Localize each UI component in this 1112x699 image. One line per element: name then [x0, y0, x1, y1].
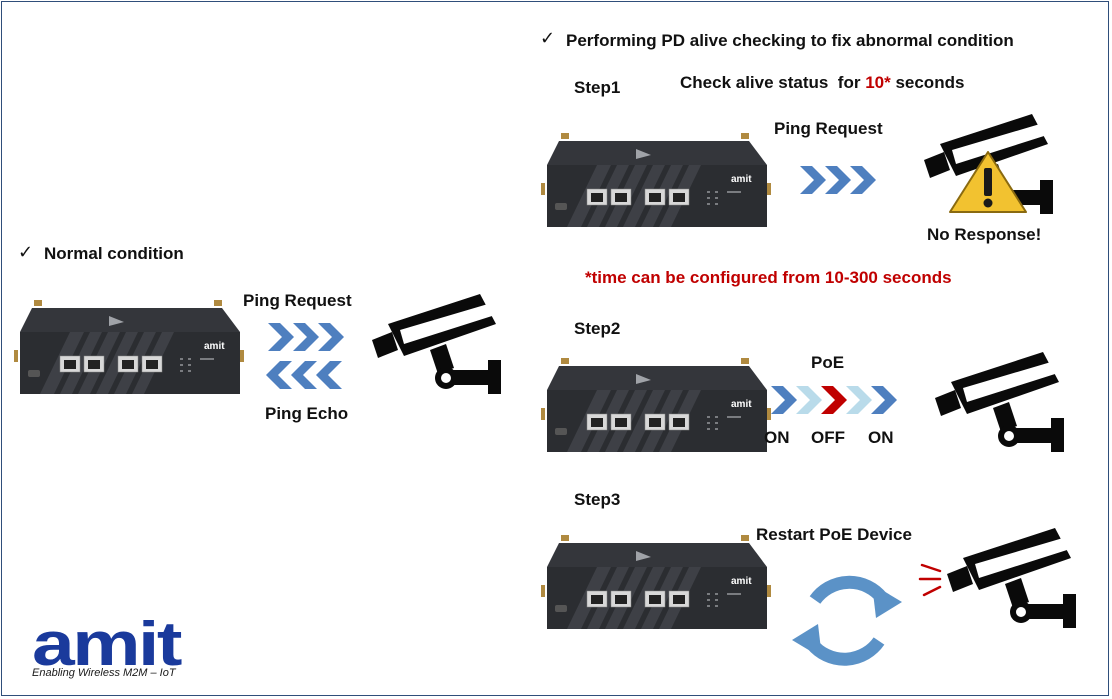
ping-request-arrows: [268, 323, 344, 351]
step1-check-text: Check alive status for 10* seconds: [680, 73, 965, 92]
step2-on-label: ON: [764, 428, 790, 447]
logo-tagline: Enabling Wireless M2M – IoT: [32, 667, 176, 679]
normal-ping-request-label: Ping Request: [243, 291, 352, 310]
router-device: amit: [13, 299, 245, 395]
step3-restart-label: Restart PoE Device: [756, 525, 912, 544]
router-device: amit: [540, 534, 772, 630]
normal-condition-title: Normal condition: [44, 244, 184, 263]
step2-poe-arrows: [771, 386, 897, 414]
normal-ping-echo-label: Ping Echo: [265, 404, 349, 423]
step1-label: Step1: [574, 78, 621, 97]
step3-label: Step3: [574, 490, 621, 509]
logo-brand-text: amit: [32, 610, 182, 679]
step2-poe-label: PoE: [811, 353, 845, 372]
time-config-note: *time can be configured from 10-300 seco…: [585, 268, 952, 287]
checkmark-icon: ✓: [540, 28, 556, 48]
amit-logo: amit: [32, 610, 184, 679]
router-device: amit: [540, 132, 772, 228]
step1-no-response: No Response!: [927, 225, 1042, 244]
fix-section-title: Performing PD alive checking to fix abno…: [566, 31, 1014, 50]
step2-on-label-2: ON: [868, 428, 894, 447]
svg-text:amit: amit: [731, 174, 752, 185]
camera-alert-lines: [918, 563, 942, 597]
router-device: amit: [540, 357, 772, 453]
step1-arrows: [800, 166, 876, 194]
step2-label: Step2: [574, 319, 621, 338]
step2-off-label: OFF: [811, 428, 845, 447]
svg-text:amit: amit: [731, 399, 752, 410]
ip-camera-icon: [935, 352, 1064, 452]
warning-icon: [949, 151, 1027, 213]
refresh-cycle-icon: [792, 575, 902, 666]
router-brand: amit: [204, 341, 225, 352]
step1-ping-request-label: Ping Request: [774, 119, 883, 138]
ip-camera-icon: [947, 528, 1076, 628]
step1-check-value: 10*: [865, 73, 891, 92]
ip-camera-icon: [372, 294, 501, 394]
checkmark-icon: ✓: [18, 242, 34, 262]
ping-echo-arrows: [266, 361, 342, 389]
svg-text:amit: amit: [731, 576, 752, 587]
